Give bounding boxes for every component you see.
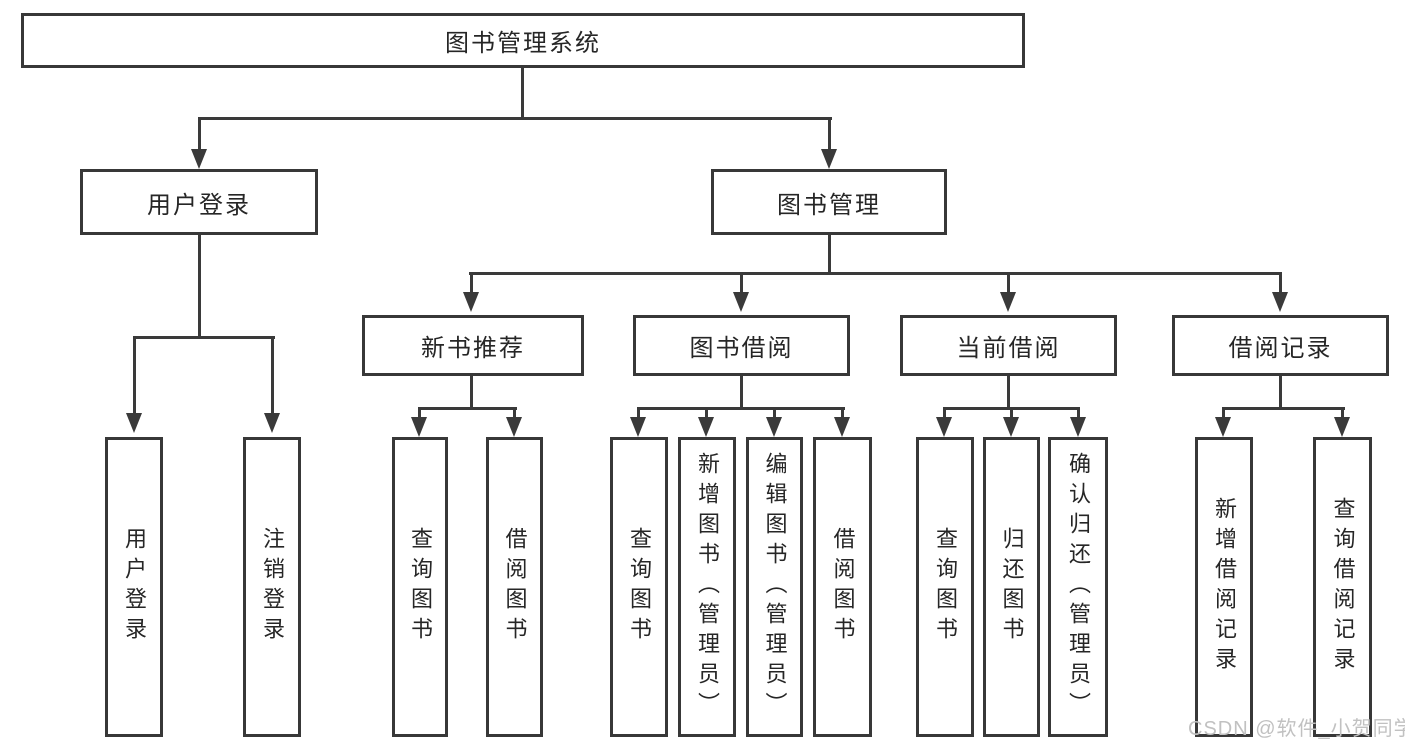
connector-drop-bb-borrow	[841, 407, 844, 418]
connector-drop-cb-query	[943, 407, 946, 418]
connector-drop-cb-confirm	[1077, 407, 1080, 418]
leaf-user-login: 用户登录	[105, 437, 163, 737]
leaf-borrow-query: 查询图书	[610, 437, 668, 737]
arrowhead-borrow-records-icon	[1272, 292, 1288, 312]
connector-borrow-records-stem	[1279, 376, 1282, 407]
arrowhead-bb-borrow-icon	[834, 417, 850, 437]
leaf-record-query-label: 查询借阅记录	[1330, 497, 1356, 677]
arrowhead-book-management-icon	[821, 149, 837, 169]
connector-book-management-stem	[828, 235, 831, 272]
leaf-current-confirm-return: 确认归还（管理员）	[1048, 437, 1108, 737]
leaf-borrow-query-label: 查询图书	[627, 527, 652, 647]
connector-drop-user-login	[198, 117, 201, 150]
arrowhead-book-borrow-icon	[733, 292, 749, 312]
arrowhead-bb-edit-icon	[766, 417, 782, 437]
connector-drop-bb-add	[705, 407, 708, 418]
arrowhead-br-query-icon	[1334, 417, 1350, 437]
leaf-user-login-label: 用户登录	[122, 527, 147, 647]
leaf-newbook-borrow: 借阅图书	[486, 437, 543, 737]
node-user-login-label: 用户登录	[147, 191, 251, 219]
connector-new-book-stem	[470, 376, 473, 407]
node-new-book-recommend-label: 新书推荐	[421, 335, 525, 362]
leaf-borrow-edit-book-label: 编辑图书（管理员）	[762, 452, 788, 722]
arrowhead-cb-return-icon	[1003, 417, 1019, 437]
node-new-book-recommend: 新书推荐	[362, 315, 584, 376]
node-book-management-label: 图书管理	[777, 191, 881, 219]
leaf-current-return: 归还图书	[983, 437, 1040, 737]
node-book-management: 图书管理	[711, 169, 947, 235]
leaf-borrow-book: 借阅图书	[813, 437, 872, 737]
arrowhead-bb-add-icon	[698, 417, 714, 437]
node-user-login: 用户登录	[80, 169, 318, 235]
connector-drop-bb-edit	[773, 407, 776, 418]
node-book-borrow-label: 图书借阅	[689, 335, 794, 362]
leaf-logout-label: 注销登录	[260, 527, 285, 647]
leaf-record-add: 新增借阅记录	[1195, 437, 1253, 737]
leaf-current-query-label: 查询图书	[933, 527, 958, 647]
connector-drop-nb-borrow	[513, 407, 516, 418]
connector-drop-borrow-records	[1279, 272, 1282, 293]
connector-new-book-bar	[418, 407, 517, 410]
connector-drop-book-management	[828, 117, 831, 150]
connector-drop-leaf-user-login	[133, 336, 136, 414]
arrowhead-leaf-user-login-icon	[126, 413, 142, 433]
leaf-newbook-query-label: 查询图书	[408, 527, 433, 647]
arrowhead-new-book-icon	[463, 292, 479, 312]
connector-drop-current-borrow	[1007, 272, 1010, 293]
connector-current-borrow-stem	[1007, 376, 1010, 407]
arrowhead-br-add-icon	[1215, 417, 1231, 437]
connector-user-login-stem	[198, 235, 201, 336]
arrowhead-cb-query-icon	[936, 417, 952, 437]
node-root-label: 图书管理系统	[445, 30, 601, 57]
connector-drop-br-add	[1222, 407, 1225, 418]
leaf-record-add-label: 新增借阅记录	[1212, 497, 1237, 677]
leaf-logout: 注销登录	[243, 437, 301, 737]
node-book-borrow: 图书借阅	[633, 315, 850, 376]
connector-user-login-bar	[133, 336, 275, 339]
connector-book-management-bar	[469, 272, 1282, 275]
connector-borrow-records-bar	[1222, 407, 1345, 410]
leaf-borrow-add-book-label: 新增图书（管理员）	[695, 452, 720, 722]
connector-drop-cb-return	[1010, 407, 1013, 418]
leaf-borrow-add-book: 新增图书（管理员）	[678, 437, 736, 737]
leaf-record-query: 查询借阅记录	[1313, 437, 1372, 737]
watermark: CSDN @软件_小贺同学	[1188, 718, 1405, 740]
connector-book-borrow-stem	[740, 376, 743, 407]
connector-root-stem	[521, 68, 524, 117]
arrowhead-nb-query-icon	[411, 417, 427, 437]
leaf-newbook-borrow-label: 借阅图书	[502, 527, 528, 647]
leaf-newbook-query: 查询图书	[392, 437, 448, 737]
leaf-current-return-label: 归还图书	[999, 527, 1025, 647]
node-borrow-records-label: 借阅记录	[1228, 335, 1333, 362]
arrowhead-cb-confirm-icon	[1070, 417, 1086, 437]
node-current-borrow: 当前借阅	[900, 315, 1117, 376]
leaf-current-confirm-return-label: 确认归还（管理员）	[1066, 452, 1091, 722]
connector-drop-nb-query	[418, 407, 421, 418]
arrowhead-bb-query-icon	[630, 417, 646, 437]
connector-drop-new-book	[470, 272, 473, 293]
node-current-borrow-label: 当前借阅	[956, 335, 1061, 362]
connector-drop-leaf-logout	[271, 336, 274, 414]
connector-drop-bb-query	[637, 407, 640, 418]
connector-book-borrow-bar	[637, 407, 845, 410]
node-root: 图书管理系统	[21, 13, 1025, 68]
arrowhead-leaf-logout-icon	[264, 413, 280, 433]
arrowhead-current-borrow-icon	[1000, 292, 1016, 312]
node-borrow-records: 借阅记录	[1172, 315, 1389, 376]
arrowhead-nb-borrow-icon	[506, 417, 522, 437]
connector-root-bar	[198, 117, 832, 120]
leaf-current-query: 查询图书	[916, 437, 974, 737]
leaf-borrow-book-label: 借阅图书	[830, 527, 856, 647]
connector-drop-br-query	[1341, 407, 1344, 418]
connector-drop-book-borrow	[740, 272, 743, 293]
leaf-borrow-edit-book: 编辑图书（管理员）	[746, 437, 803, 737]
arrowhead-user-login-icon	[191, 149, 207, 169]
